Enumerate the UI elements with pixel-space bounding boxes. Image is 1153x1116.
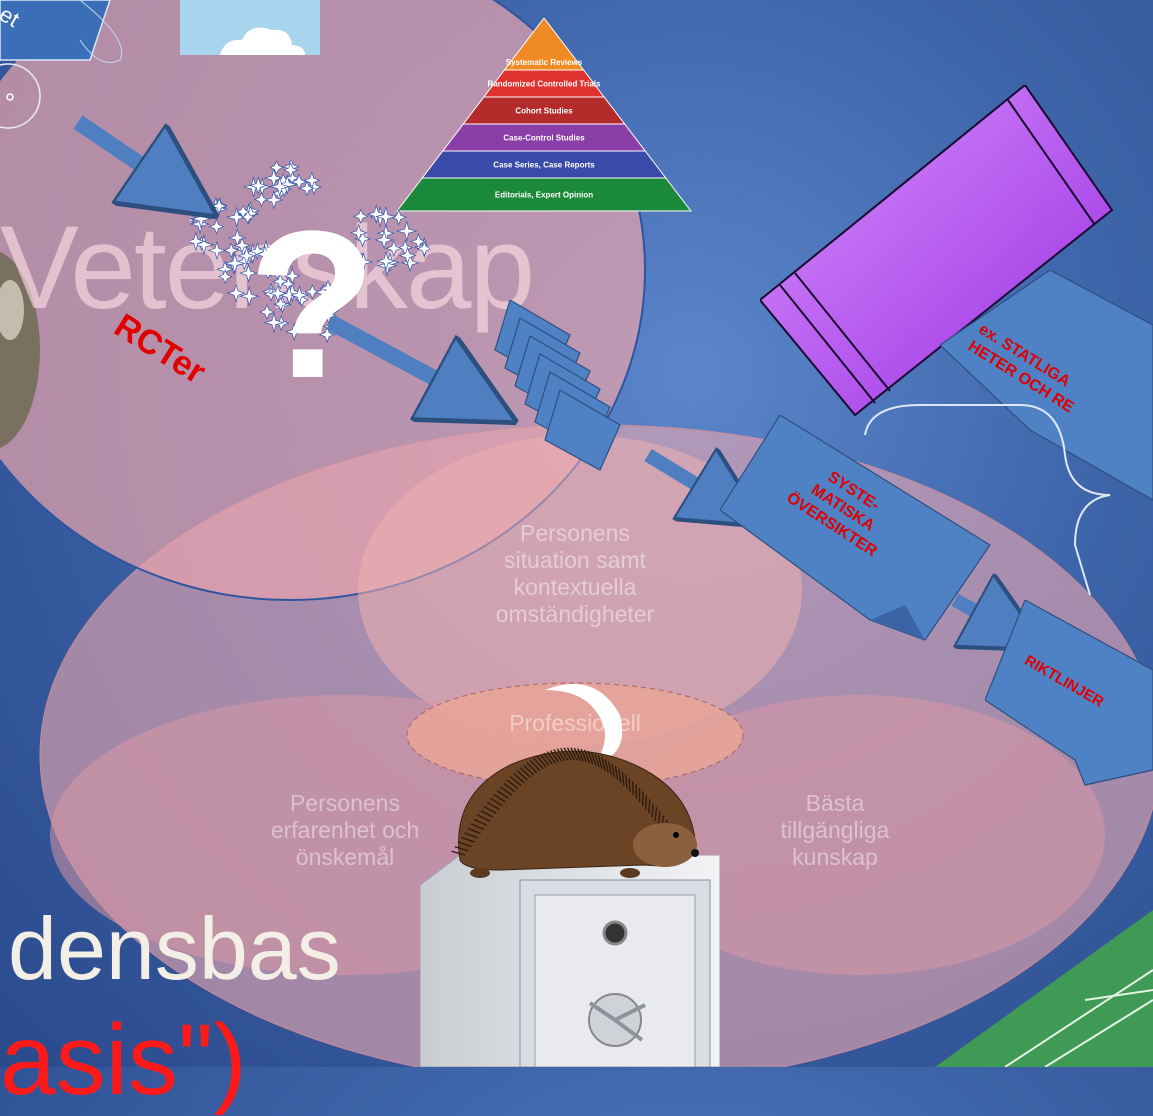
field-picture [935,910,1153,1067]
guidelines-box [985,600,1153,790]
document-stack-icon [490,300,640,500]
arrow-2 [330,322,475,400]
arrow-3 [648,455,730,505]
context-label: Personens situation samt kontextuella om… [450,520,700,628]
hedgehog-spike [646,795,647,809]
arrow-1 [78,122,178,190]
safe-icon [420,855,720,1067]
hedgehog-spike [649,799,650,813]
hedgehog-icon [440,735,705,880]
hedgehog-spike [629,778,630,792]
best-knowledge-label: Bästa tillgängliga kunskap [720,790,950,871]
hedgehog-spike [633,781,634,795]
